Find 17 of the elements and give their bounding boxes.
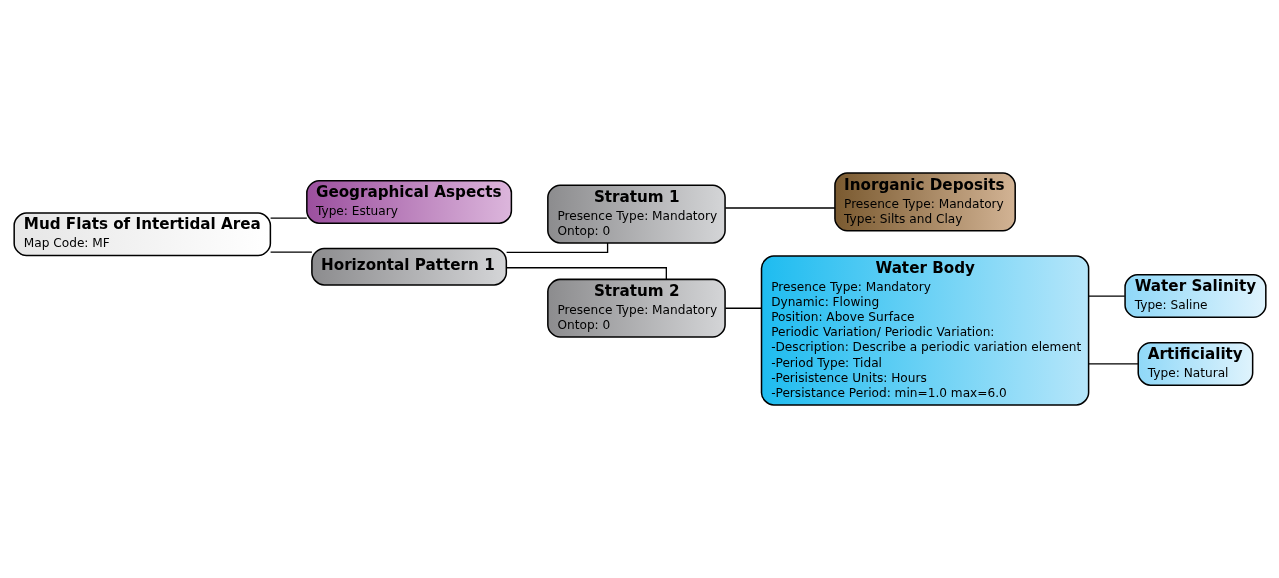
- connector: [505, 242, 608, 253]
- node-box: Geographical Aspects Type: Estuary: [305, 179, 512, 224]
- connector: [505, 267, 667, 280]
- node-box: Water Salinity Type: Saline: [1123, 274, 1267, 319]
- node-box: Horizontal Pattern 1: [310, 247, 507, 286]
- connector: [269, 217, 307, 219]
- node-box: Stratum 2 Presence Type: Mandatory Ontop: 0: [546, 278, 726, 338]
- connector: [1087, 363, 1139, 365]
- node-box: Stratum 1 Presence Type: Mandatory Ontop: 0: [546, 184, 726, 244]
- connector: [724, 307, 762, 309]
- connector: [724, 207, 836, 209]
- node-box: Water Body Presence Type: Mandatory Dynamic: Flowing Position: Above Surface Periodic Variation/ Periodic Variation: -Description: Describe a periodic variation element -Period Type: Tidal -Perisistence Units: Hours -Persistance Period: min=1.0 max=6.0: [760, 255, 1089, 406]
- connector: [269, 251, 313, 253]
- node-box: Artificiality Type: Natural: [1136, 341, 1253, 386]
- node-box: Mud Flats of Intertidal Area Map Code: MF: [12, 212, 271, 257]
- connector: [1087, 295, 1125, 297]
- node-box: Inorganic Deposits Presence Type: Mandatory Type: Silts and Clay: [833, 172, 1016, 232]
